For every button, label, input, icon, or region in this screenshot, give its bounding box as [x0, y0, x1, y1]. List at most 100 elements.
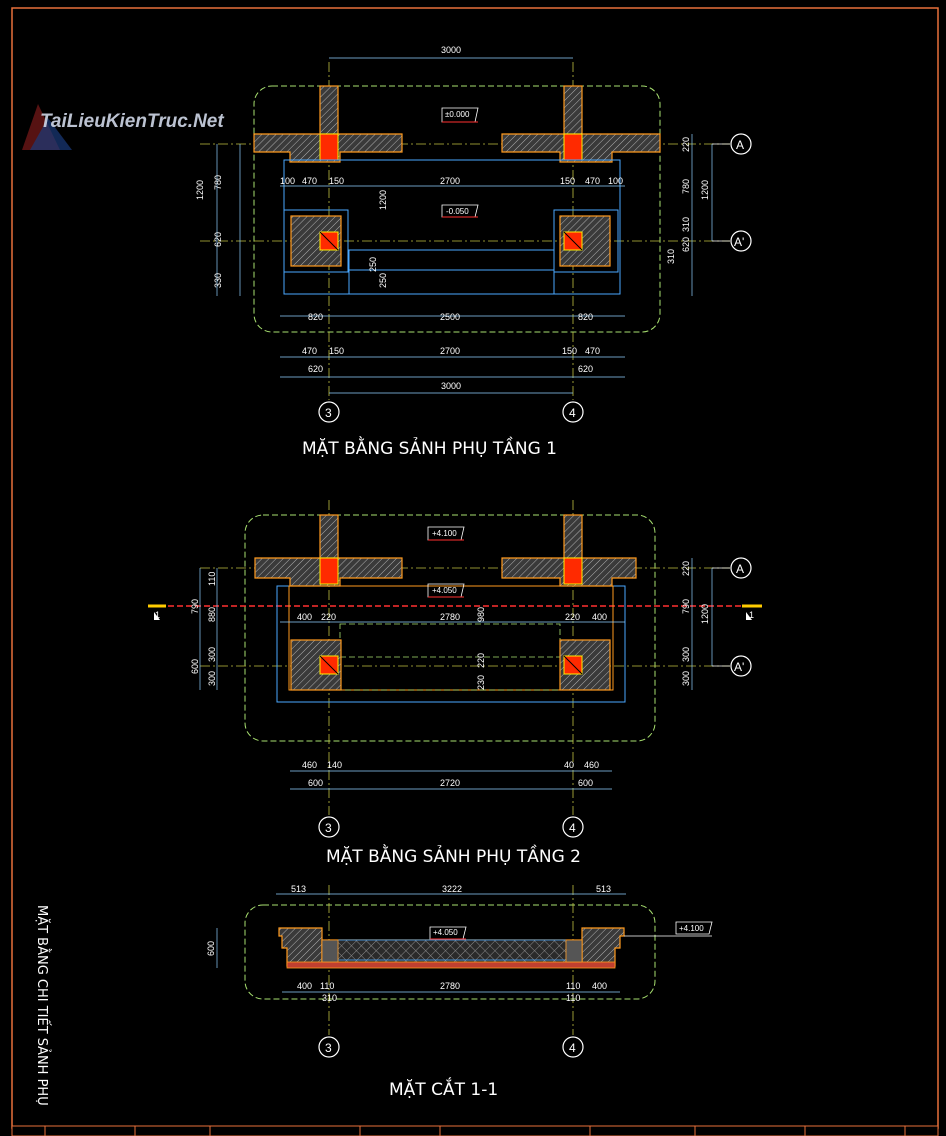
axis-a2-label: A' [734, 235, 744, 249]
dim-in-c: 820 [578, 312, 593, 322]
dim-center-2: 250 [368, 257, 378, 272]
axis-a-label: A [736, 138, 744, 152]
level-mark-top-2: +4.100 [427, 526, 465, 541]
slab-right-end [581, 927, 625, 967]
dim3-top-b: 3222 [442, 884, 462, 894]
dim-left-1: 1200 [195, 180, 205, 200]
dim3-left: 600 [206, 941, 216, 956]
column-top-left [319, 133, 339, 161]
dim-b1-c: 2700 [440, 346, 460, 356]
axis-a2-label-2: A' [734, 660, 744, 674]
dim-top: 3000 [441, 45, 461, 55]
dim2-right-1: 220 [681, 561, 691, 576]
dim2-b2-a: 600 [308, 778, 323, 788]
dim-right-1: 220 [681, 137, 691, 152]
plan-floor-2: 1 1 +4.100 [148, 500, 762, 867]
dim2-center-3: 220 [476, 653, 486, 668]
axis-bubble-a2: A' [712, 230, 752, 252]
plan-floor-1: ±0.000 -0.050 3000 100 470 150 2700 150 … [195, 45, 752, 459]
dim-r1-f: 470 [585, 176, 600, 186]
section-title: MẶT CẮT 1-1 [389, 1076, 498, 1100]
dim2-right-4: 300 [681, 647, 691, 662]
dim-b2-b: 620 [578, 364, 593, 374]
site-boundary-3 [244, 904, 656, 1000]
title-block-strip [11, 1125, 939, 1136]
section-1-1: +4.050 +4.100 513 3222 513 400 110 2780 … [206, 884, 713, 1100]
dim2-right-5: 300 [681, 671, 691, 686]
dim-b1-b: 150 [329, 346, 344, 356]
level-mark-mid-2: +4.050 [427, 583, 465, 598]
dim2-right-2: 790 [681, 599, 691, 614]
column-top-right-2 [563, 557, 583, 585]
dim-right-2: 780 [681, 179, 691, 194]
dim-r1-g: 100 [608, 176, 623, 186]
axis-a-label-2: A [736, 562, 744, 576]
plan2-title: MẶT BẰNG SẢNH PHỤ TẦNG 2 [326, 843, 581, 867]
wall-stub-left [319, 85, 339, 135]
dim2-r1-b: 220 [321, 612, 336, 622]
dim-r1-b: 470 [302, 176, 317, 186]
axis-3-label-2: 3 [325, 821, 332, 835]
section-mark-left-text: 1 [155, 610, 160, 620]
dim-right-6: 310 [666, 249, 676, 264]
section-mark-right-text: 1 [749, 610, 754, 620]
column-top-right [563, 133, 583, 161]
dim-b1-a: 470 [302, 346, 317, 356]
dim-left-3: 620 [213, 232, 223, 247]
dim3-bot2-a: 310 [322, 993, 337, 1003]
level-mark-section-top: +4.100 [624, 921, 713, 937]
level-floor-text: -0.050 [446, 207, 469, 216]
dim2-r1-a: 400 [297, 612, 312, 622]
dim2-b1-a: 460 [302, 760, 317, 770]
dim2-b2-b: 2720 [440, 778, 460, 788]
site-boundary [253, 85, 661, 333]
dim2-left-4: 300 [207, 647, 217, 662]
dim-b1-e: 470 [585, 346, 600, 356]
axis-3-label: 3 [325, 406, 332, 420]
dim2-right-3: 1200 [700, 604, 710, 624]
axis-4-label-2: 4 [569, 821, 576, 835]
wall-stub-right [563, 85, 583, 135]
axis-bubble-3: 3 [318, 401, 340, 423]
dim-left-2: 780 [213, 175, 223, 190]
dim-right-3: 1200 [700, 180, 710, 200]
dim3-bot-c: 2780 [440, 981, 460, 991]
level-mark-section-mid: +4.050 [429, 926, 467, 940]
axis-bubble-a2-2: A' [712, 655, 752, 677]
level-top-text-2: +4.100 [432, 529, 457, 538]
level-mark-floor: -0.050 [441, 204, 479, 218]
section-mark-left: 1 [148, 604, 166, 620]
watermark-logo: TaiLieuKienTruc.Net [22, 104, 224, 150]
axis-bubble-4-2: 4 [562, 816, 584, 838]
dim2-left-1: 110 [207, 572, 217, 586]
dim-r1-a: 100 [280, 176, 295, 186]
dim3-top-c: 513 [596, 884, 611, 894]
dim3-top-a: 513 [291, 884, 306, 894]
dim2-b1-d: 460 [584, 760, 599, 770]
dim3-bot-a: 400 [297, 981, 312, 991]
axis-4-label: 4 [569, 406, 576, 420]
plan1-title: MẶT BẰNG SẢNH PHỤ TẦNG 1 [302, 435, 557, 459]
slab-finish [286, 961, 616, 969]
column-top-left-2 [319, 557, 339, 585]
dim2-b1-b: 140 [327, 760, 342, 770]
title-block-cells [44, 1126, 906, 1136]
dim-b3: 3000 [441, 381, 461, 391]
dim-r1-d: 2700 [440, 176, 460, 186]
level-top-text: ±0.000 [445, 110, 470, 119]
level-mark-top: ±0.000 [441, 107, 479, 123]
axis-bubble-a: A [712, 133, 752, 155]
section-mark-right: 1 [742, 604, 762, 620]
dim-in-a: 820 [308, 312, 323, 322]
dim2-center-2: 230 [476, 675, 486, 690]
side-title: MẶT BẰNG CHI TIẾT SẢNH PHỤ [34, 905, 51, 1106]
dim2-left-5: 600 [190, 659, 200, 674]
dim-right-4: 310 [681, 217, 691, 232]
dim3-bot2-b: 110 [566, 993, 580, 1003]
dim2-left-6: 300 [207, 671, 217, 686]
dim2-r1-e: 400 [592, 612, 607, 622]
site-boundary-2 [244, 514, 656, 742]
dim-in-b: 2500 [440, 312, 460, 322]
dim-r1-c: 150 [329, 176, 344, 186]
